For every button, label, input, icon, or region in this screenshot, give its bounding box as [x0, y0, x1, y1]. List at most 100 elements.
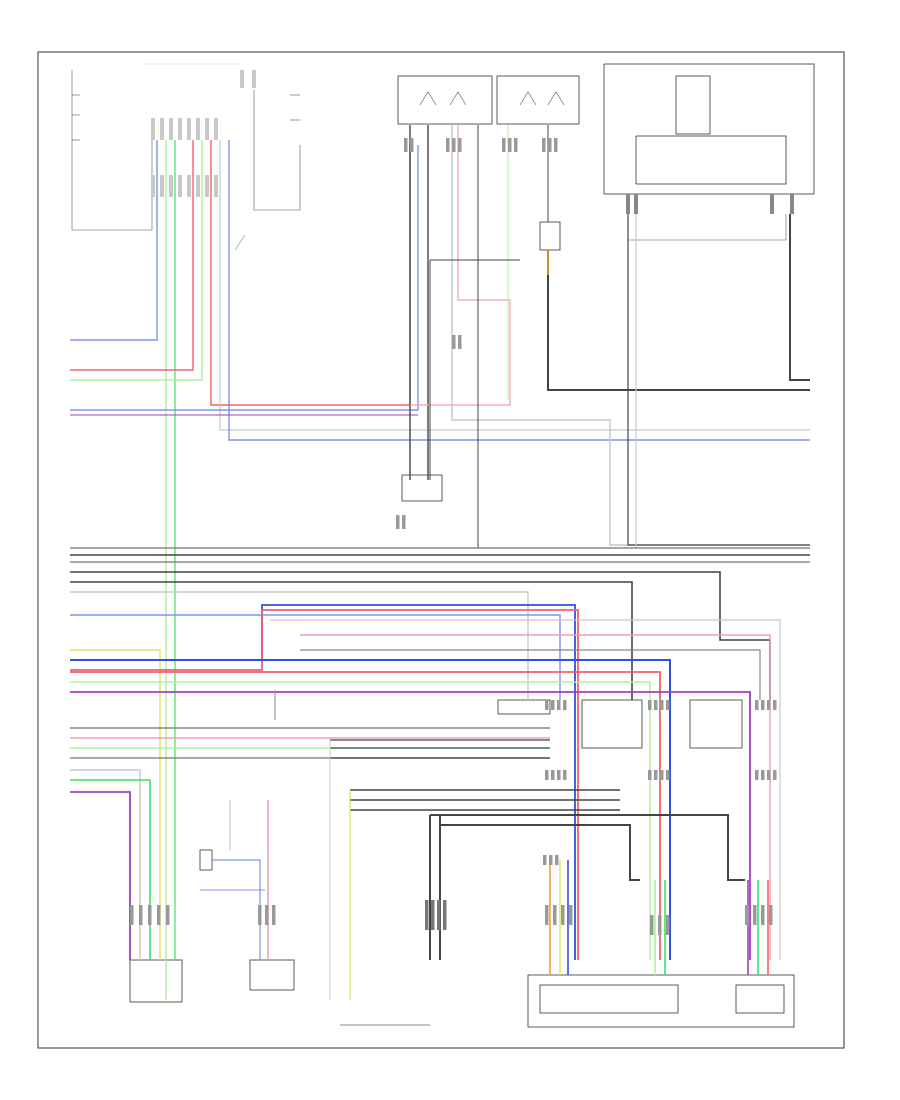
wire-lightblue-ecm [70, 140, 158, 341]
lbus-purple [70, 791, 131, 960]
sig-lightgray [270, 619, 781, 960]
small-sensor-component [539, 221, 561, 251]
connector-pin [272, 905, 276, 925]
connector-pin [563, 700, 567, 710]
sig-purple [70, 691, 751, 960]
bottom-right-module [527, 974, 795, 1028]
bot-lightblue [212, 859, 261, 960]
connector-pin [402, 515, 406, 529]
connector-pin [660, 770, 664, 780]
connector-pin [666, 770, 670, 780]
connector-pin [767, 770, 771, 780]
bus-lightblue [70, 614, 561, 700]
connector-pin [648, 770, 652, 780]
sig-pink [300, 634, 771, 960]
sig-blue [70, 604, 576, 960]
connector-pin [549, 855, 553, 865]
wire-relay-7 [547, 250, 810, 391]
connector-pin [458, 138, 462, 152]
lbus-3 [70, 769, 141, 960]
connector-pin [551, 700, 555, 710]
connector-pin [654, 700, 658, 710]
connector-pin [139, 905, 143, 925]
connector-pin [446, 138, 450, 152]
center-junction-box [401, 474, 443, 502]
connector-pin [753, 905, 757, 925]
sig-yellow [70, 649, 161, 960]
top-center-relay-group [397, 75, 580, 251]
connector-pin [157, 905, 161, 925]
connector-pin [773, 700, 777, 710]
bus-6 [70, 591, 529, 700]
connector-pin [514, 138, 518, 152]
connector-pin [443, 900, 447, 930]
connector-pin [557, 770, 561, 780]
ecm-pin-group [151, 118, 218, 197]
wire-unit-1 [627, 214, 810, 546]
bottom-center-left-connector [249, 959, 295, 991]
connector-pin [258, 905, 262, 925]
connector-pin [452, 335, 456, 349]
connector-pin [769, 905, 773, 925]
connector-pin [148, 905, 152, 925]
connector-pin [130, 905, 134, 925]
connector-pin [555, 855, 559, 865]
connector-pin [502, 138, 506, 152]
connector-pin [548, 138, 552, 152]
connector-pin [761, 700, 765, 710]
connector-pin [569, 905, 573, 925]
mid-11 [430, 814, 745, 881]
connector-pin [452, 138, 456, 152]
relay-box-left [397, 75, 493, 125]
wire-lightgray-ecm [219, 140, 810, 431]
connector-pin [767, 700, 771, 710]
wire-unit-3 [789, 214, 810, 381]
connector-pin [431, 900, 435, 930]
connector-pin [542, 138, 546, 152]
sig-gray [300, 649, 761, 700]
connector-pin [755, 770, 759, 780]
connector-pin [648, 700, 652, 710]
connector-pin [755, 700, 759, 710]
connector-pin [561, 905, 565, 925]
connector-pin [508, 138, 512, 152]
connector-pin [554, 138, 558, 152]
connector-pin [425, 900, 429, 930]
diagram-frame [37, 51, 845, 1049]
connector-pin [658, 915, 662, 935]
connector-pin [666, 915, 670, 935]
wire-lightgreen-ecm [70, 140, 203, 381]
connector-pin [666, 700, 670, 710]
middle-connector-row [497, 699, 743, 749]
control-unit-inner-left [675, 75, 711, 135]
connector-pin [437, 900, 441, 930]
sig-blue-2 [70, 659, 671, 960]
connector-pin [410, 138, 414, 152]
connector-pin [166, 905, 170, 925]
sig-red-2 [70, 671, 661, 960]
connector-pin [745, 905, 749, 925]
connector-pin [773, 770, 777, 780]
connector-pin [660, 700, 664, 710]
bottom-left-components [129, 849, 295, 1003]
sig-lightgreen [70, 681, 651, 960]
wire-red-ecm [70, 140, 194, 371]
connector-pin [654, 770, 658, 780]
connector-pin [761, 905, 765, 925]
mid-12 [440, 824, 640, 881]
connector-pin [563, 770, 567, 780]
connector-pin [551, 770, 555, 780]
bottom-left-connector [129, 959, 183, 1003]
top-left-connector-group [71, 63, 301, 251]
connector-pin [404, 138, 408, 152]
lbus-green [70, 779, 151, 960]
sig-red [70, 609, 579, 960]
connector-pin [543, 855, 547, 865]
top-right-control-unit [603, 63, 815, 241]
connector-pin [650, 915, 654, 935]
wire-lightblue-h [70, 145, 419, 411]
connector-pin [545, 700, 549, 710]
connector-pin [545, 905, 549, 925]
